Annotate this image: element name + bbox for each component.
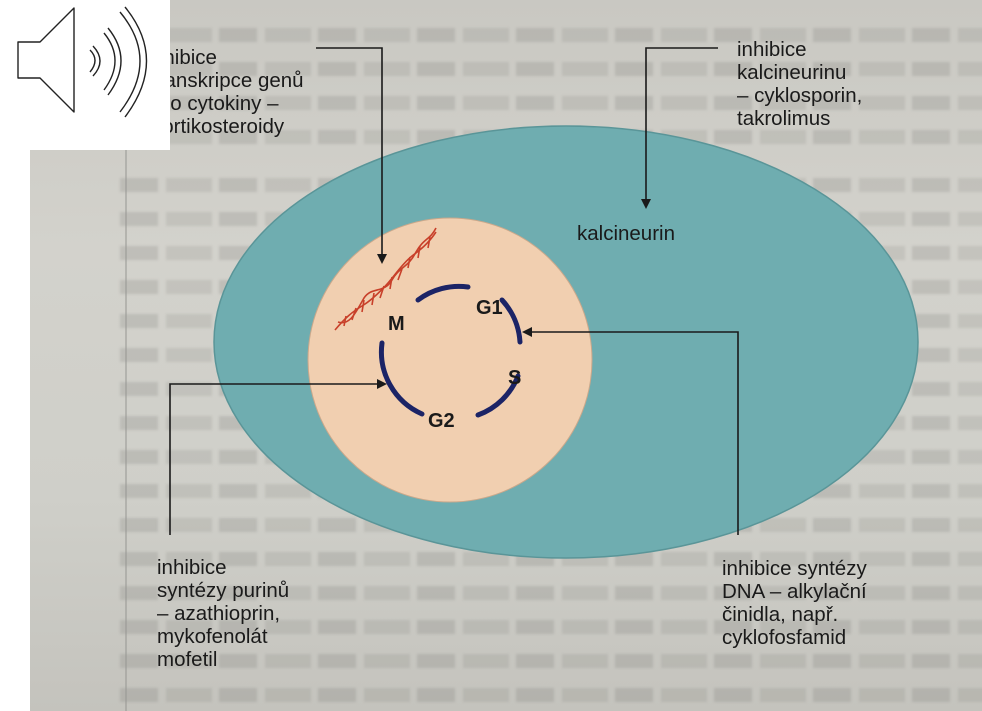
- label-top-left: nhibice transkripce genů pro cytokiny – …: [152, 46, 304, 138]
- speaker-icon: [0, 0, 170, 150]
- label-bottom-left: inhibice syntézy purinů – azathioprin, m…: [157, 556, 289, 671]
- audio-button[interactable]: [0, 0, 170, 150]
- label-top-right: inhibice kalcineurinu – cyklosporin, tak…: [737, 38, 862, 130]
- label-calcineurin: kalcineurin: [577, 222, 675, 245]
- nucleus: [308, 218, 592, 502]
- cycle-label-g2: G2: [428, 410, 455, 432]
- cycle-label-m: M: [388, 313, 405, 335]
- cycle-label-s: S: [508, 367, 521, 389]
- label-bottom-right: inhibice syntézy DNA – alkylační činidla…: [722, 557, 867, 649]
- cycle-label-g1: G1: [476, 297, 503, 319]
